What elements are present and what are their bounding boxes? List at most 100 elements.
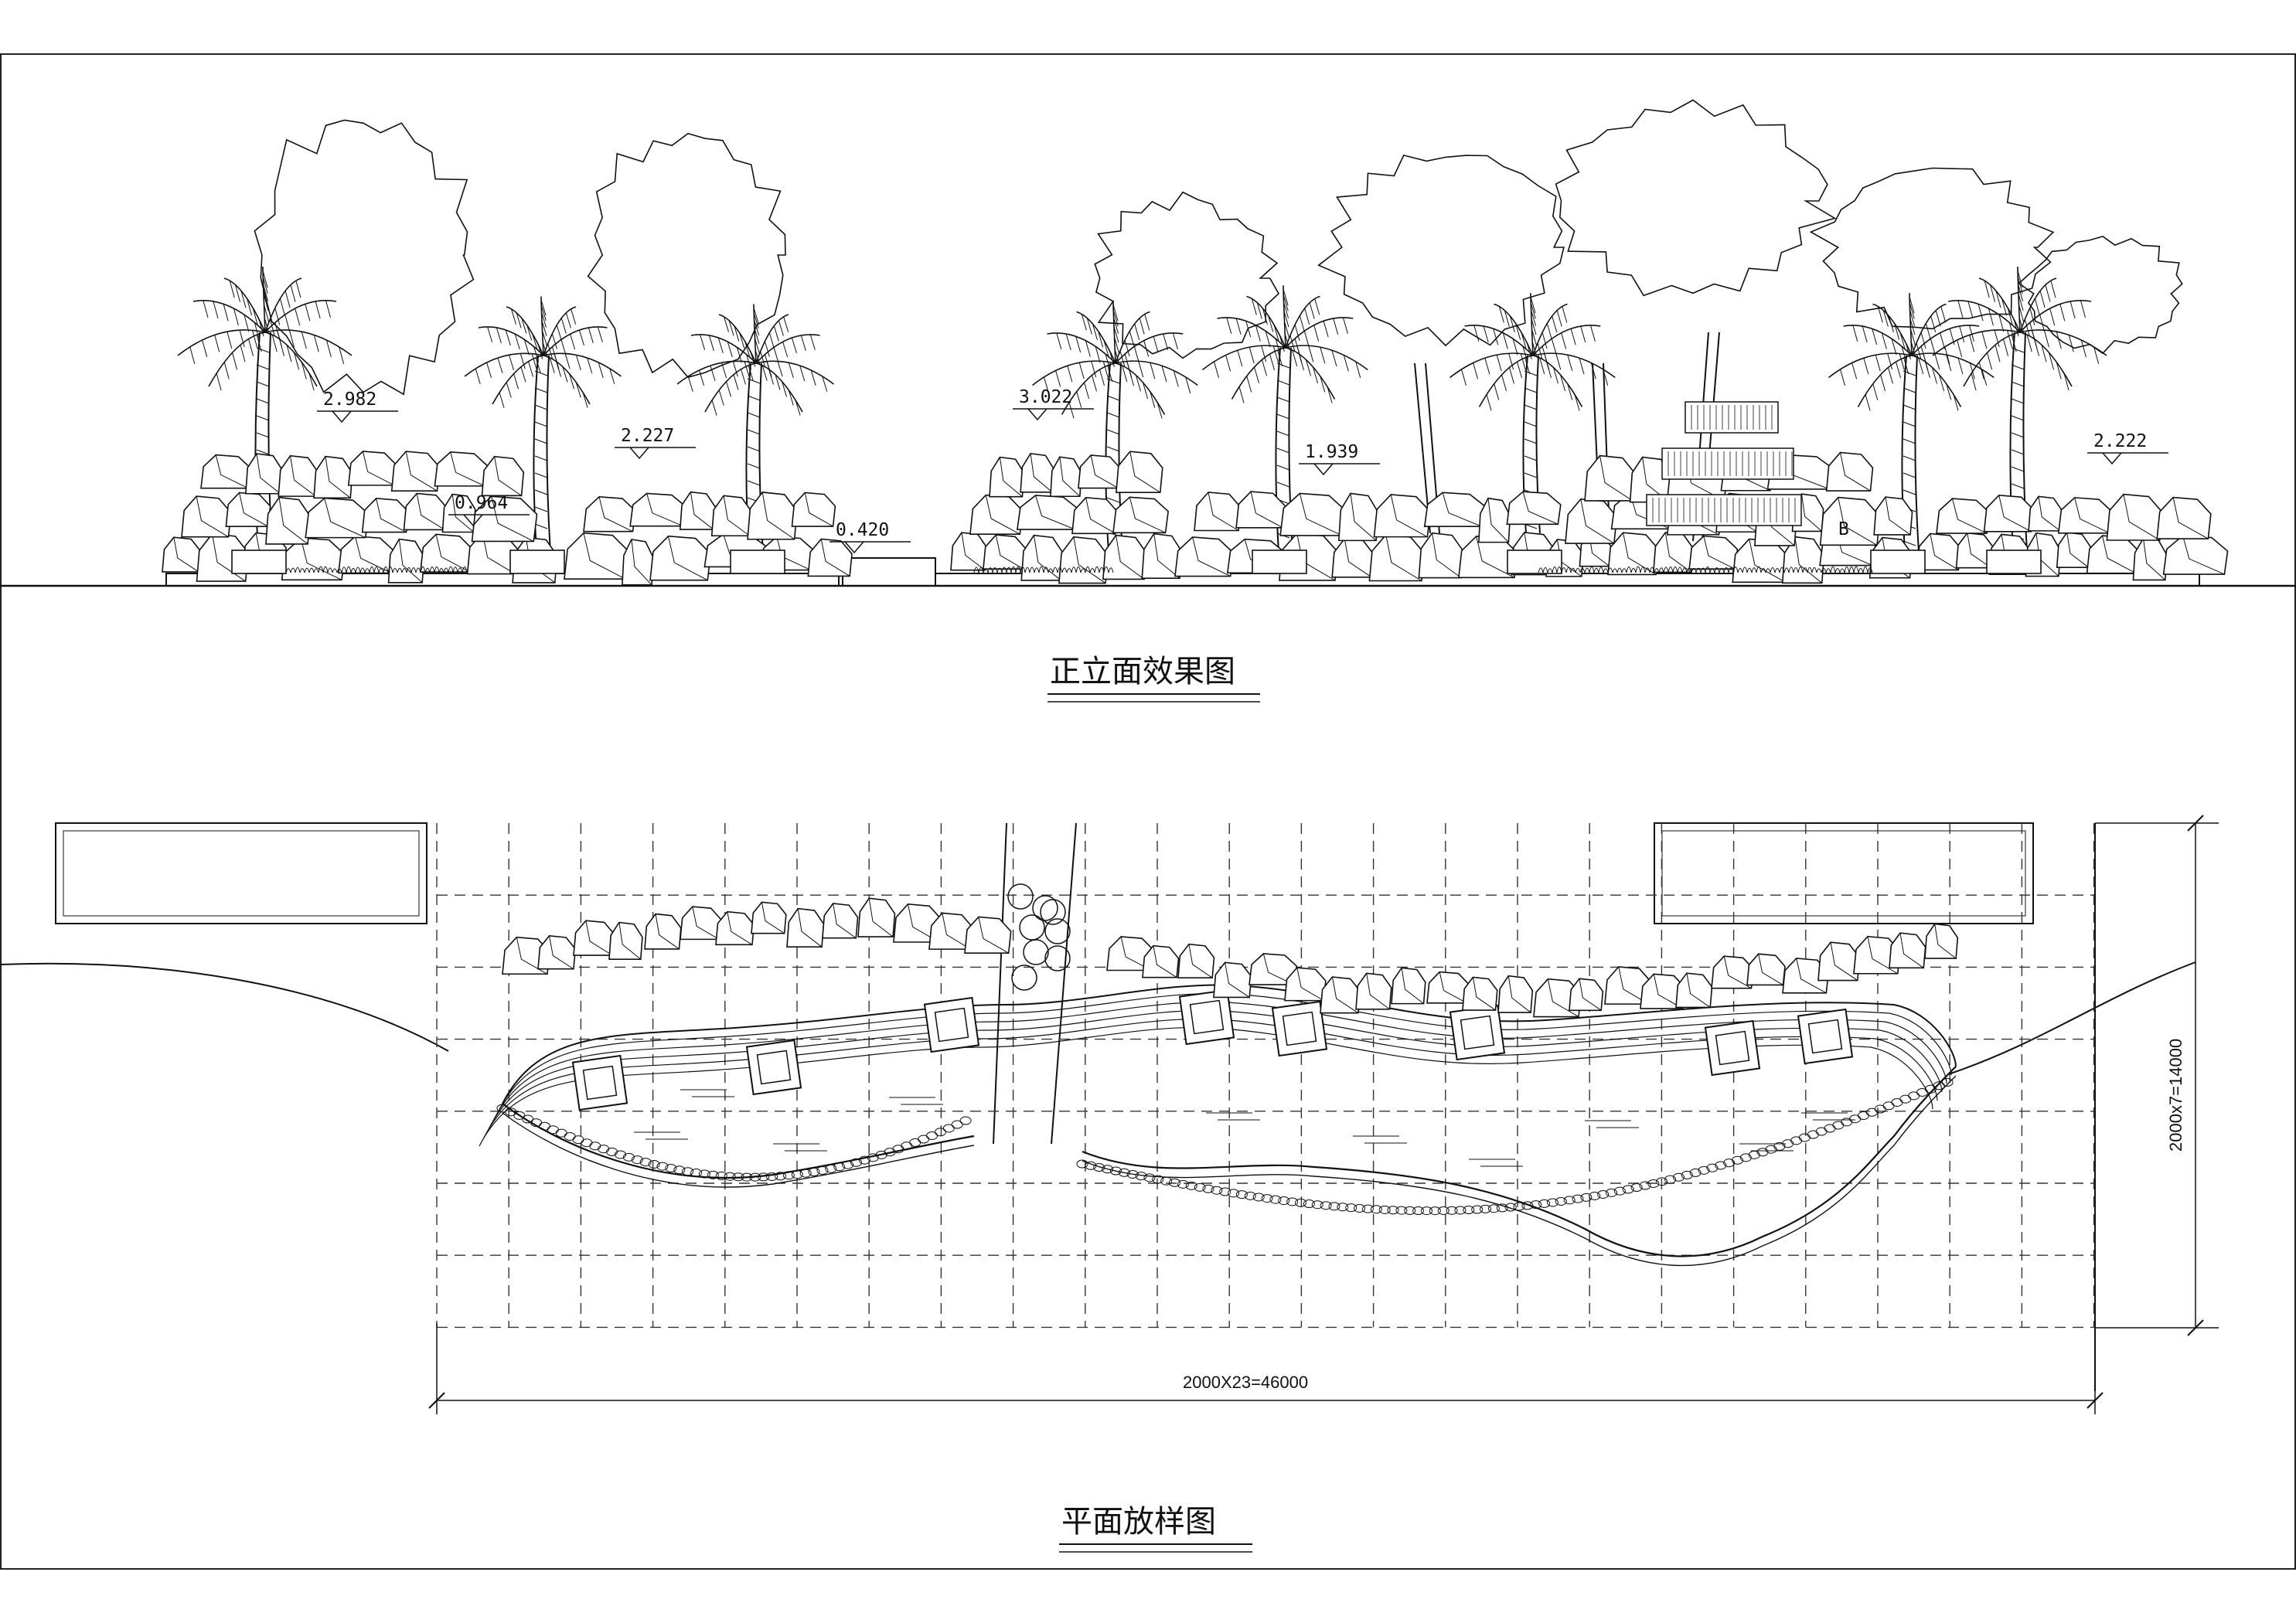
palm-leaflet [262,270,268,288]
palm-leaflet [1461,369,1467,386]
palm-leaflet [2017,276,2023,294]
pond-pebble [1437,1206,1449,1215]
palm-leaflet [1909,318,1916,335]
plan-rock-facet [1934,924,1957,959]
left-building-inner [63,830,420,917]
ground-grass [1681,567,1688,573]
palm-leaflet [1580,325,1586,343]
rock [791,492,836,527]
pond-pebble [842,1160,854,1169]
pond-pebble [1211,1186,1223,1195]
palm-leaflet [1067,366,1073,383]
rock-facet [278,497,308,545]
palm-leaflet [247,298,253,316]
palm-leaflet [1331,350,1337,367]
ground-grass [1760,567,1766,573]
palm-leaflet [1226,317,1232,334]
ground-grass [383,566,389,573]
dimension-tick [428,1392,445,1409]
pond-pebble [1152,1175,1164,1184]
palm-leaflet [1925,323,1931,340]
palm-leaflet [788,390,794,406]
palm-leaflet [734,325,740,342]
pond-pebble [1597,1189,1610,1199]
palm-frond [1911,355,1962,407]
plan-rock [1462,976,1498,1011]
palm-leaflet [1161,366,1167,383]
dimension-vertical: 2000x7=14000 [2166,1039,2185,1152]
elevation-label: 0.964 [455,493,508,513]
plan-rock [786,907,825,948]
palm-leaflet [753,308,759,324]
palm-leaflet [1265,331,1271,348]
palm-leaflet [1299,354,1305,371]
ground-grass [1774,567,1780,573]
palm-leaflet [1560,374,1566,392]
palm-trunk-ring [2011,432,2025,438]
rock [225,492,271,527]
palm-trunk-ring [534,421,548,427]
palm-trunk-ring [256,398,270,404]
palm-leaflet [571,308,577,325]
palm-leaflet [1978,362,1984,379]
plan-rock-facet [549,935,574,970]
ground-grass [1658,567,1664,573]
palm-leaflet [1098,331,1104,348]
ground-grass [387,566,393,573]
ground-grass [1593,567,1599,573]
pond-pebble [942,1124,955,1133]
palm-leaflet [1068,402,1075,419]
palm-frond [1532,325,1601,356]
ground-grass [1542,567,1548,573]
palm-leaflet [597,326,603,342]
planter-base [165,573,840,586]
pond-pebble [1849,1114,1862,1124]
pond-pebble [715,1171,727,1180]
palm-leaflet [1269,354,1276,371]
palm-leaflet [531,353,537,369]
stepping-pad-inner [934,1007,969,1043]
dimension-tick [2187,815,2204,832]
palm-leaflet [1524,357,1531,375]
palm-leaflet [1283,311,1289,328]
palm-leaflet [1905,342,1911,360]
elevation-mark-triangle [332,410,352,424]
ground-grass [978,567,984,573]
ground-grass [327,567,333,573]
palm-frond [1532,355,1583,407]
palm-trunk-ring [2011,415,2025,421]
ground-grass [1570,567,1576,573]
stepping-pad [1797,1008,1854,1065]
planter-box [509,550,565,574]
ground-grass [1811,567,1817,573]
palm-leaflet [2034,298,2040,316]
ground-grass [1066,568,1072,573]
palm-trunk-ring [1524,387,1538,393]
plan-rock [680,906,722,941]
ground-grass [1779,567,1785,573]
rock-facet [1801,494,1822,532]
ground-grass [1705,566,1711,573]
palm-leaflet [1044,376,1049,393]
ground-grass [992,567,998,573]
palm-leaflet [1113,326,1119,343]
palm-frond [1532,352,1616,379]
palm-leaflet [1875,355,1881,372]
elevation-mark-triangle [1313,463,1334,476]
palm-leaflet [1896,362,1902,379]
rock-facet [1885,496,1911,536]
palm-trunk-ring [256,347,270,353]
palm-frond [1909,293,1913,356]
ground-grass [1839,568,1845,573]
ground-grass [457,567,463,573]
plan-rock [537,935,577,970]
palm-frond [755,360,834,385]
pond-pebble [1723,1159,1736,1168]
palm-leaflet [1092,323,1098,341]
elevation-label: 2.982 [323,390,376,410]
rock [1071,496,1119,535]
palm-leaflet [753,312,759,329]
pond-pebble [1504,1203,1517,1212]
palm-leaflet [1526,342,1532,360]
pond-pebble [673,1165,686,1175]
